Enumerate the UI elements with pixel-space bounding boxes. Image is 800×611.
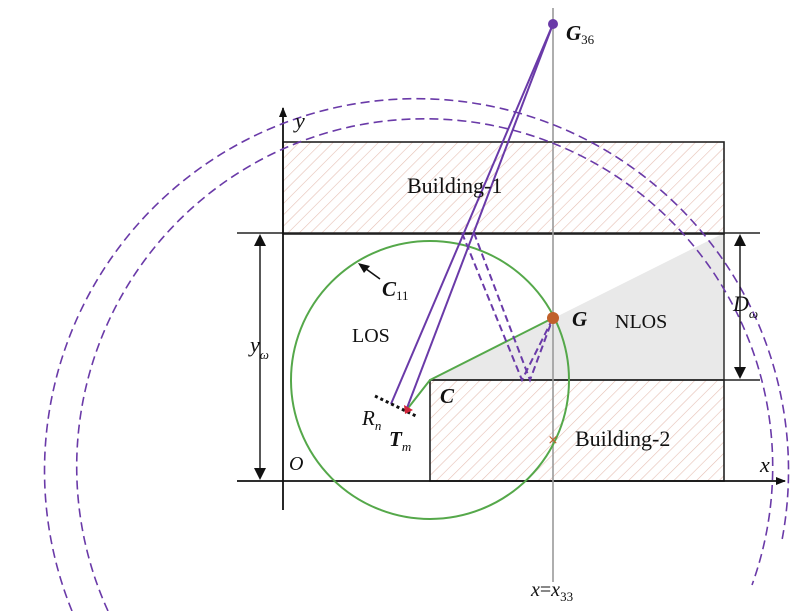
dimension-d-omega-arrow-top [734,234,746,246]
d-omega-label: Dω [732,291,758,321]
rn-dotted-segment [374,394,417,418]
x-axis-label: x [759,452,770,477]
dimension-d-omega-arrow-bottom [734,367,746,379]
origin-label: O [289,453,303,475]
reflection-path-b [473,232,554,383]
point-intersection-x: × [548,433,559,448]
circle-c11 [290,240,570,520]
dimension-y-omega-arrow-top [254,234,266,246]
c-label: C [440,384,455,408]
c11-label: C11 [382,277,409,303]
dimension-y-omega-arrow-bottom [254,468,266,480]
nlos-label: NLOS [615,311,667,333]
rn-label: Rn [361,406,381,433]
building-2 [429,379,725,482]
point-g36 [548,19,558,29]
large-circle-inner [75,117,774,611]
los-label: LOS [352,325,390,347]
path-t-c-g [404,317,554,413]
path-tm-g36-b [406,23,554,409]
large-circle-outer [43,97,790,611]
building-2-label: Building-2 [575,426,670,451]
building-1-label: Building-1 [407,173,502,198]
point-g [547,312,559,324]
tm-label: Tm [389,427,411,454]
y-omega-label: yω [248,332,269,362]
path-tm-g36-a [390,23,554,405]
y-axis-label: y [293,108,305,133]
reflection-path-a [461,232,554,383]
tm-marker [404,405,413,414]
g36-label: G36 [566,21,595,47]
c11-pointer-head [358,263,370,273]
g-label: G [572,307,587,331]
x33-label: x=x33 [530,579,573,604]
